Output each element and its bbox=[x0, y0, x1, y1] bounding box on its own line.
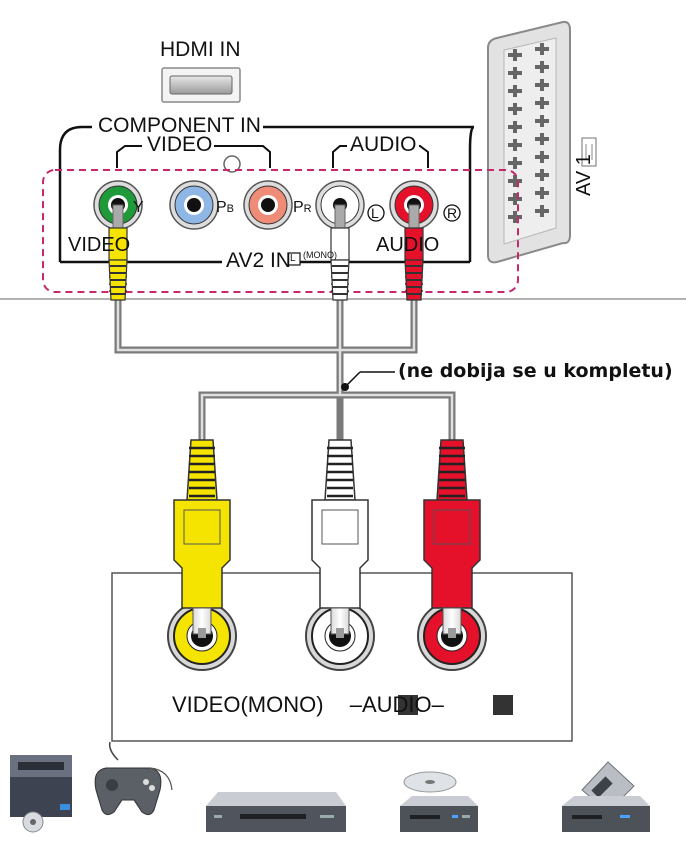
l-box-text: L bbox=[335, 699, 344, 716]
red-small-plug bbox=[404, 204, 424, 301]
video-label: VIDEO bbox=[145, 133, 215, 157]
scart-pin bbox=[508, 175, 522, 187]
scart-pin bbox=[535, 61, 549, 73]
scart-pin bbox=[508, 67, 522, 79]
cable-note: (ne dobija se u kompletu) bbox=[398, 360, 673, 382]
dvd-player-icon bbox=[400, 771, 478, 832]
device-panel-caption: VIDEO(MONO) L–AUDIO–R bbox=[172, 692, 464, 718]
scart-pin bbox=[535, 169, 549, 181]
l-circle-label: L bbox=[371, 205, 379, 221]
big-plugs bbox=[173, 439, 481, 638]
component-frame-left bbox=[58, 125, 83, 262]
scart-pin bbox=[508, 157, 522, 169]
red-big-plug bbox=[423, 439, 481, 638]
white-small-plug bbox=[330, 204, 350, 301]
audio-text: AUDIO bbox=[361, 692, 432, 717]
dash-2: – bbox=[431, 692, 444, 717]
mono-small-label: (MONO) bbox=[303, 250, 337, 260]
r-circle-label: R bbox=[447, 205, 458, 221]
r-circle-mark bbox=[443, 204, 461, 222]
yellow-small-plug bbox=[108, 204, 128, 301]
set-top-box-icon bbox=[562, 761, 650, 832]
r-box bbox=[493, 695, 513, 715]
audio-label: AUDIO bbox=[348, 133, 419, 157]
scart-pins bbox=[508, 43, 549, 223]
scart-port bbox=[487, 20, 571, 264]
scart-pin bbox=[508, 103, 522, 115]
r-box-text: R bbox=[448, 699, 460, 716]
scart-pin bbox=[535, 115, 549, 127]
video-mono-text: VIDEO(MONO) bbox=[172, 692, 324, 717]
scart-pin bbox=[508, 139, 522, 151]
scart-pin bbox=[535, 43, 549, 55]
pr-jack bbox=[243, 180, 293, 230]
l-small-mark: L bbox=[290, 253, 296, 264]
scart-pin bbox=[535, 205, 549, 217]
hdmi-port bbox=[161, 67, 241, 103]
scart-pin bbox=[508, 193, 522, 205]
component-frame-right bbox=[468, 125, 475, 262]
pc-icon bbox=[10, 755, 72, 833]
scart-pin bbox=[535, 79, 549, 91]
scart-pin bbox=[535, 97, 549, 109]
pr-label: PR bbox=[293, 199, 312, 216]
dash-1: – bbox=[349, 692, 362, 717]
scart-pin bbox=[535, 133, 549, 145]
gamepad-icon bbox=[94, 741, 173, 816]
audio-bottom-label: AUDIO bbox=[376, 234, 440, 256]
pb-label: PB bbox=[216, 199, 235, 216]
l-small-box bbox=[287, 252, 301, 266]
hdmi-label: HDMI IN bbox=[160, 38, 241, 61]
av1-label: AV 1 bbox=[573, 154, 595, 196]
small-plugs bbox=[108, 204, 424, 301]
device-jacks bbox=[167, 601, 487, 671]
tv-jacks bbox=[93, 180, 439, 230]
scart-pin bbox=[508, 49, 522, 61]
scart-pin bbox=[535, 187, 549, 199]
pb-jack bbox=[169, 180, 219, 230]
l-box bbox=[398, 695, 418, 715]
l-circle-mark bbox=[367, 204, 385, 222]
av2-label: AV2 IN bbox=[226, 249, 291, 272]
video-bottom-label: VIDEO bbox=[68, 234, 131, 256]
scart-pin bbox=[535, 151, 549, 163]
screw-icon bbox=[223, 155, 241, 173]
scart-pin bbox=[508, 85, 522, 97]
y-label: Y bbox=[133, 199, 144, 216]
vcr-icon bbox=[206, 792, 346, 832]
av2-highlight-box bbox=[42, 169, 519, 293]
av1-icon bbox=[581, 137, 597, 167]
scart-pin bbox=[508, 211, 522, 223]
scart-pin bbox=[508, 121, 522, 133]
white-big-plug bbox=[311, 439, 369, 638]
yellow-big-plug bbox=[173, 439, 231, 638]
